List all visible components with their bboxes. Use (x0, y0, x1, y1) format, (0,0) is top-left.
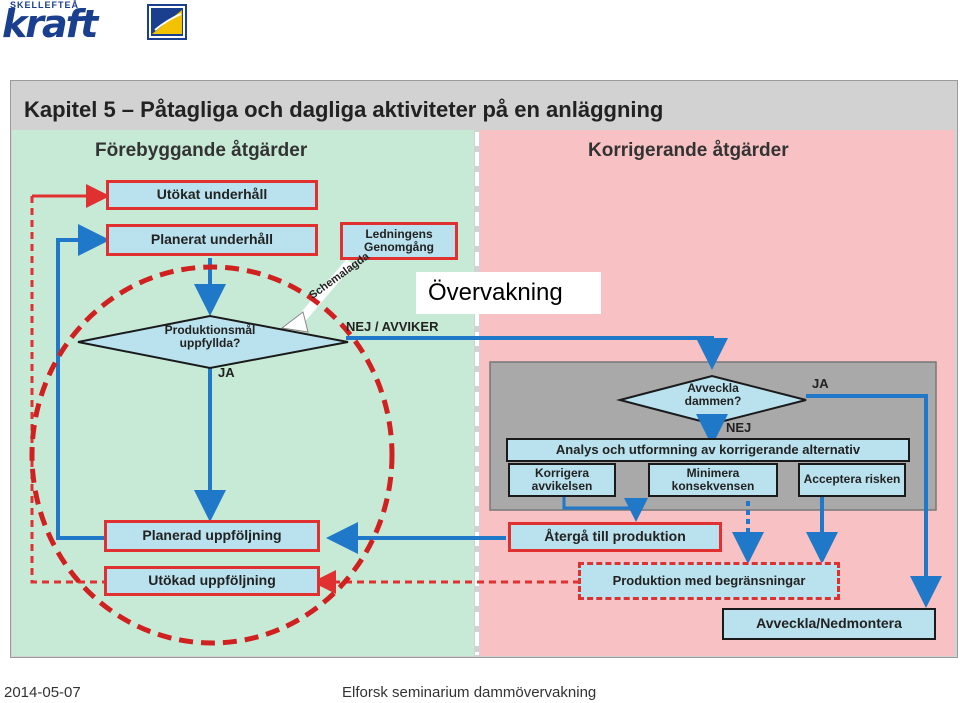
arrow-ja-right (806, 394, 942, 608)
box-utokad-uppfoljning: Utökad uppföljning (104, 566, 320, 596)
overvakning-circle (29, 264, 395, 646)
label-nej-right: NEJ (726, 420, 752, 435)
label-nej-avviker: NEJ / AVVIKER (346, 319, 439, 334)
box-korrigera: Korrigera avvikelsen (508, 463, 616, 497)
box-analys: Analys och utformning av korrigerande al… (506, 438, 910, 462)
box-atergaa-till-produktion: Återgå till produktion (508, 522, 722, 552)
logo-mark-icon (147, 4, 187, 40)
arrow-korrigera (562, 492, 648, 522)
box-acceptera: Acceptera risken (798, 463, 906, 497)
skelleftea-kraft-logo: SKELLEFTEÅ kraft (0, 0, 200, 46)
schemalagda-arrow-body (293, 259, 354, 327)
box-ledningens-genomgang: Ledningens Genomgång (340, 222, 458, 260)
box-avveckla-nedmontera: Avveckla/Nedmontera (722, 608, 936, 640)
box-minimera: Minimera konsekvensen (648, 463, 778, 497)
schemalagda-arrow-head (280, 311, 309, 333)
arrow-nej-avviker (346, 336, 728, 370)
footer-event: Elforsk seminarium dammövervakning (342, 684, 597, 701)
label-ja-right: JA (812, 376, 829, 391)
blue-feedback-loop (56, 224, 112, 540)
label-avveckla-dammen: Avveckla dammen? (684, 381, 742, 409)
decision-produktionsmal (77, 314, 349, 370)
box-planerat-underhall: Planerat underhåll (106, 224, 318, 256)
label-produktionsmal: Produktionsmål uppfyllda? (164, 323, 256, 351)
logo-top-text: SKELLEFTEÅ (10, 0, 80, 10)
left-section-heading: Förebyggande åtgärder (95, 140, 308, 161)
label-ja-left: JA (218, 365, 235, 380)
logo-main-text: kraft (2, 2, 98, 46)
box-produktion-med-begransningar: Produktion med begränsningar (578, 562, 840, 600)
right-section-heading: Korrigerande åtgärder (588, 140, 789, 161)
box-utokat-underhall: Utökat underhåll (106, 180, 318, 210)
box-planerad-uppfoljning: Planerad uppföljning (104, 520, 320, 552)
diagram-title: Kapitel 5 – Påtagliga och dagliga aktivi… (24, 97, 664, 122)
footer-date: 2014-05-07 (4, 684, 81, 701)
overvakning-label: Övervakning (416, 272, 601, 314)
decision-avveckla-dammen (616, 374, 807, 426)
